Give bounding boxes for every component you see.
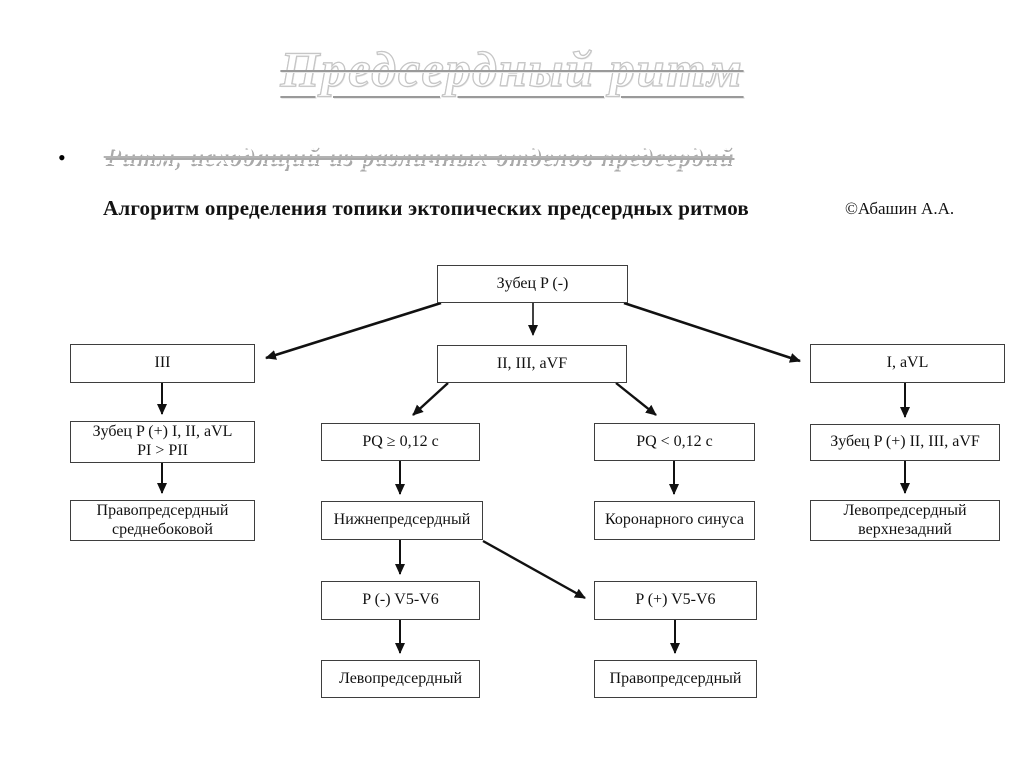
node-label: Левопредсердный [338,669,463,687]
node-p-positive-v5-v6: P (+) V5-V6 [594,581,757,620]
diagram-title: Алгоритм определения топики эктопических… [103,196,749,220]
node-pq-ge-012: PQ ≥ 0,12 с [321,423,480,461]
node-leads-ii-iii-avf: II, III, aVF [437,345,627,383]
node-label-line2: верхнезадний [858,520,952,538]
copyright-credit: ©Абашин А.А. [845,199,955,218]
node-lower-atrial: Нижнепредсердный [321,501,483,540]
node-p-positive-i-ii-avl: Зубец P (+) I, II, aVL PI > PII [70,421,255,463]
node-label: II, III, aVF [496,354,568,372]
node-lead-iii: III [70,344,255,383]
node-label-line1: Правопредсердный [96,501,229,519]
node-leads-i-avl: I, aVL [810,344,1005,383]
node-p-negative-v5-v6: P (-) V5-V6 [321,581,480,620]
node-label: Зубец P (-) [496,274,569,292]
bullet-text: Ритм, исходящий из различных отделов пре… [103,143,733,170]
arrow-iiiiiavf-to-pq-lt [615,382,657,416]
node-coronary-sinus: Коронарного синуса [594,501,755,540]
node-right-atrial-midlateral: Правопредсердный среднебоковой [70,500,255,541]
node-label: III [154,354,171,372]
node-label-line1: Зубец P (+) I, II, aVL [92,423,233,441]
arrow-lower-atrial-to-ppos-v5v6 [482,539,586,600]
node-label: P (+) V5-V6 [635,591,716,609]
arrow-iiiiiavf-to-pq-ge [412,382,449,416]
node-right-atrial: Правопредсердный [594,660,757,698]
arrow-pneg-to-i-avl [623,301,801,363]
node-label: Нижнепредсердный [333,511,471,529]
node-pq-lt-012: PQ < 0,12 с [594,423,755,461]
node-label: PQ ≥ 0,12 с [362,432,439,450]
bullet-icon: • [58,145,66,170]
node-p-positive-ii-iii-avf: Зубец P (+) II, III, aVF [810,424,1000,461]
node-label-line1: Левопредсердный [843,501,967,519]
node-label: Коронарного синуса [605,511,744,529]
node-label-line2: PI > PII [137,442,188,459]
bullet-item: • Ритм, исходящий из различных отделов п… [58,143,732,173]
node-label: I, aVL [886,354,929,372]
node-p-wave-negative: Зубец P (-) [437,265,628,303]
node-left-atrial: Левопредсердный [321,660,480,698]
node-label-line2: среднебоковой [112,520,213,538]
node-left-atrial-upper-posterior: Левопредсердный верхнезадний [810,500,1000,541]
node-label: PQ < 0,12 с [636,432,713,450]
slide-title: Предсердный ритм [280,40,744,97]
node-label: Правопредсердный [609,669,742,687]
node-label: Зубец P (+) II, III, aVF [830,433,980,451]
arrow-pneg-to-iii [265,301,442,360]
node-label: P (-) V5-V6 [362,591,439,609]
